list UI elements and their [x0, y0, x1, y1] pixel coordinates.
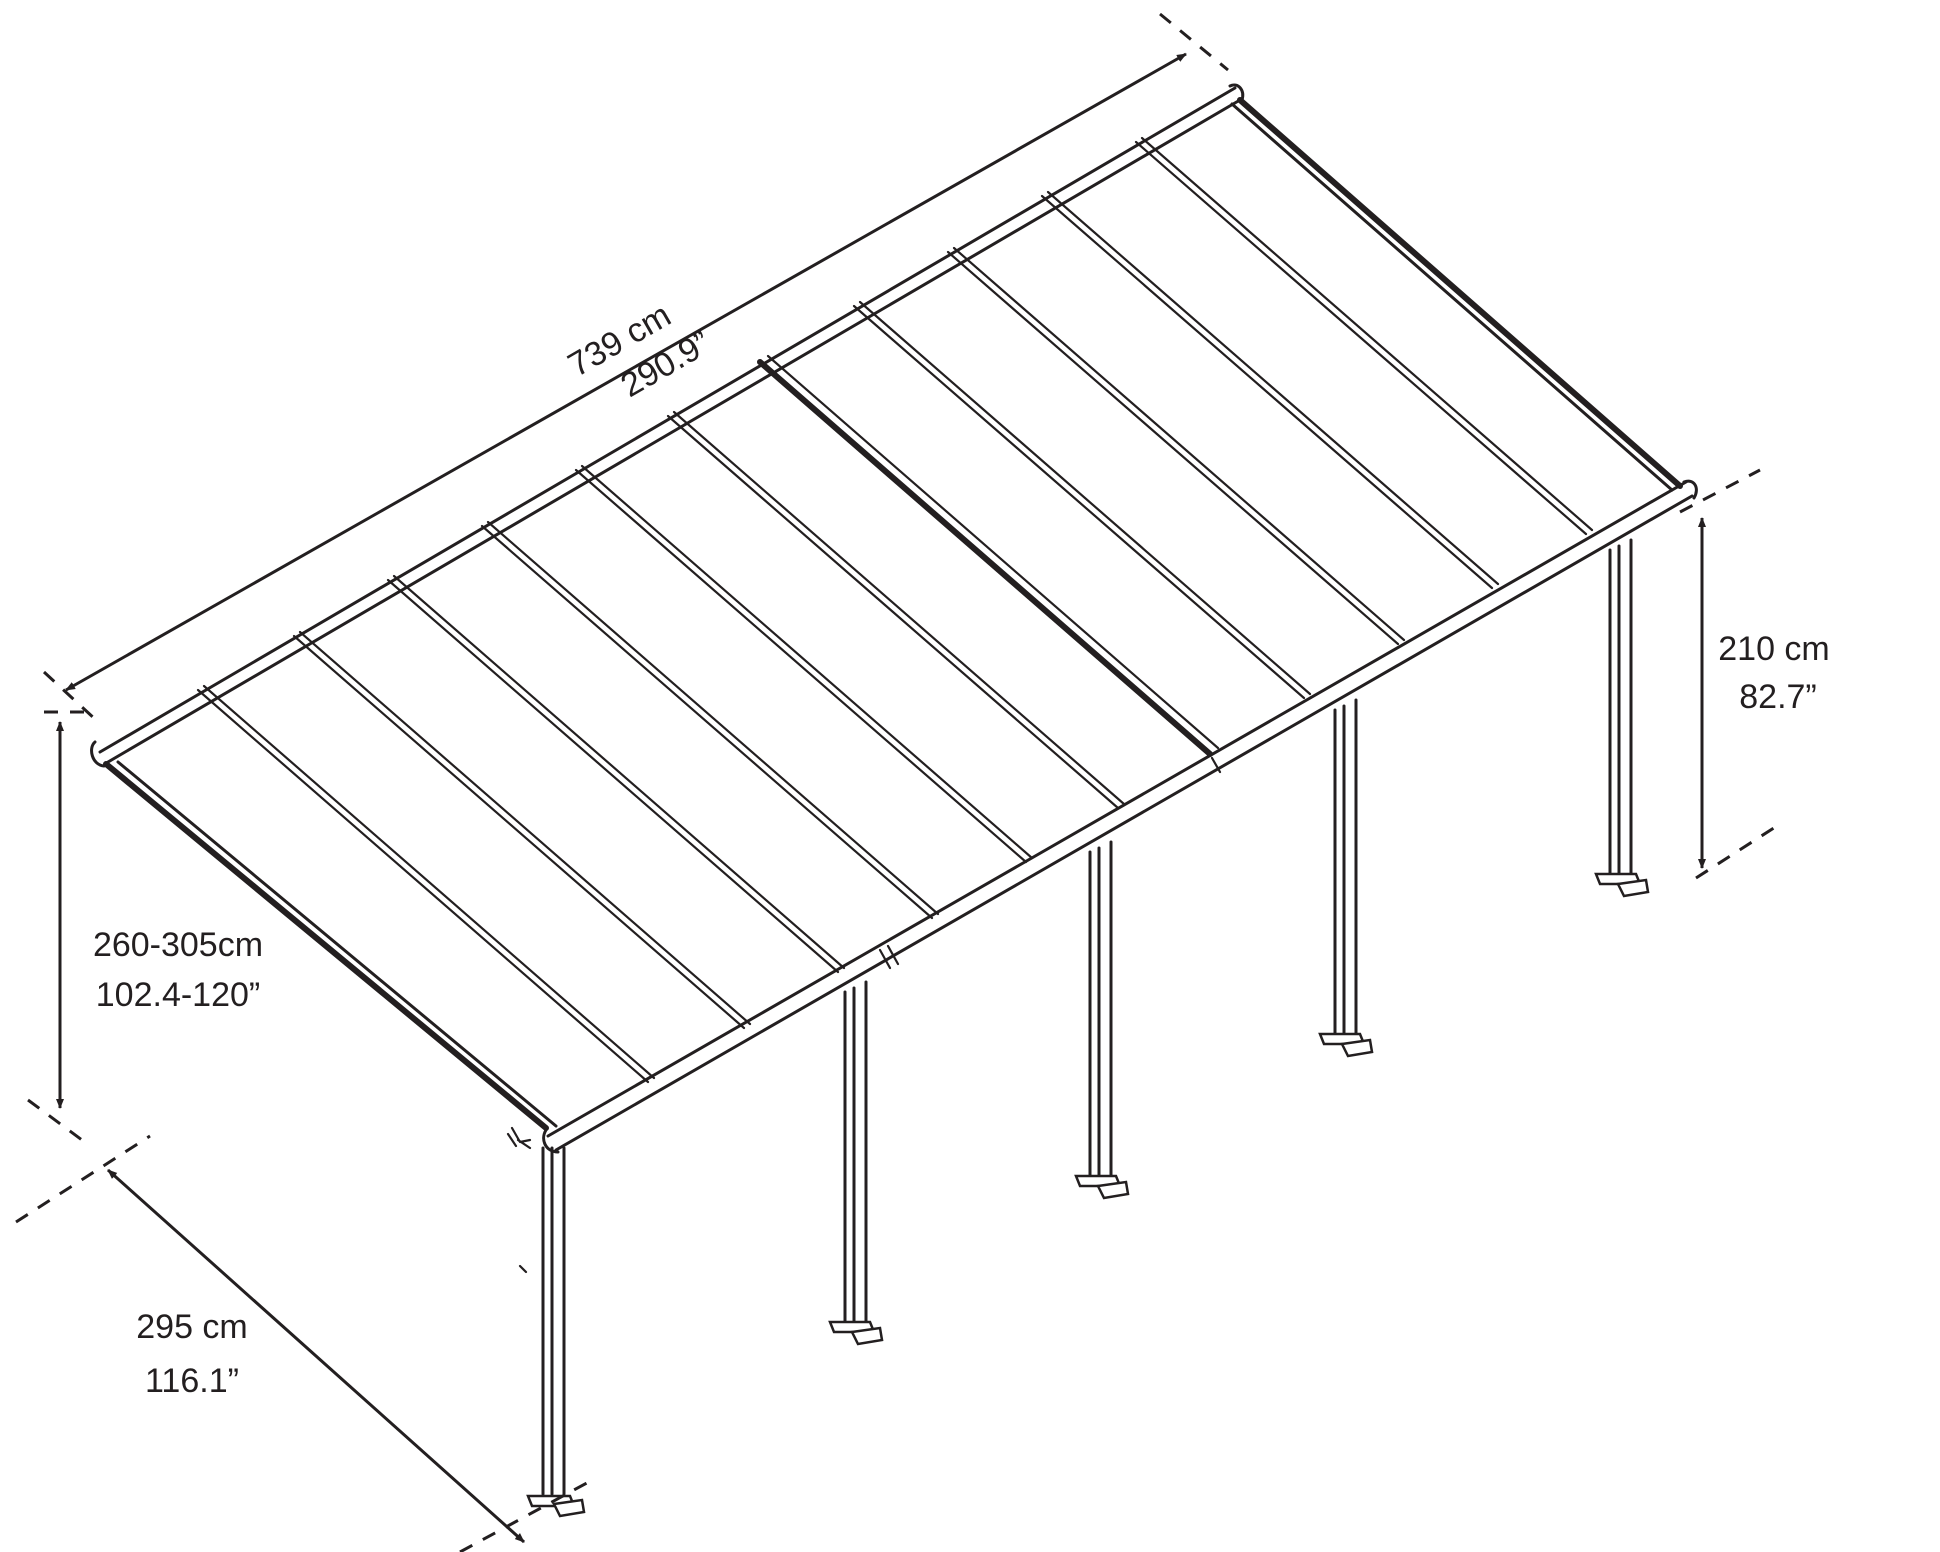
roof: [90, 83, 1698, 1154]
left-edge-rafter-inner: [116, 760, 558, 1128]
front-beam: [546, 480, 1694, 1152]
back-height-imperial-label: 102.4-120”: [96, 976, 260, 1014]
depth-extension-right: [459, 1476, 597, 1552]
left-edge-rafter: [103, 761, 549, 1131]
wall-bracket: [506, 1126, 532, 1148]
depth-imperial-label: 116.1”: [145, 1362, 239, 1400]
front-beam-joint-2: [1210, 756, 1222, 774]
post-3: [1074, 840, 1130, 1200]
length-extension-left: [42, 670, 98, 722]
front-height-metric-label: 210 cm: [1718, 630, 1830, 668]
back-beam-endcap-right: [1228, 83, 1245, 102]
front-height-imperial-label: 82.7”: [1739, 678, 1817, 716]
front-beam-endcap-left: [542, 1128, 560, 1154]
back-height-metric-label: 260-305cm: [93, 926, 263, 964]
back-beam-endcap-left: [90, 740, 106, 768]
right-edge-rafter-inner: [1230, 102, 1674, 492]
depth-arrow-line: [107, 1168, 525, 1544]
front-height-extension-bottom: [1695, 822, 1781, 880]
back-height-dimension: 260-305cm 102.4-120”: [27, 710, 263, 1142]
back-height-extension-bottom: [27, 1098, 83, 1142]
right-edge-rafter: [1237, 97, 1683, 489]
posts: [506, 538, 1650, 1518]
front-beam-joint: [878, 944, 900, 970]
post-1: [516, 1138, 586, 1518]
length-arrow-line: [65, 52, 1187, 692]
post-4: [1318, 698, 1374, 1058]
front-height-extension-top: [1679, 468, 1761, 514]
front-height-dimension: 210 cm 82.7”: [1679, 468, 1830, 880]
depth-metric-label: 295 cm: [136, 1308, 248, 1346]
post-5: [1594, 538, 1650, 898]
back-beam: [98, 86, 1242, 764]
post-2: [828, 980, 884, 1346]
depth-dimension: 295 cm 116.1”: [15, 1134, 597, 1552]
front-beam-endcap-right: [1682, 479, 1698, 500]
roof-rafters: [196, 136, 1594, 1084]
depth-extension-left: [15, 1134, 151, 1224]
